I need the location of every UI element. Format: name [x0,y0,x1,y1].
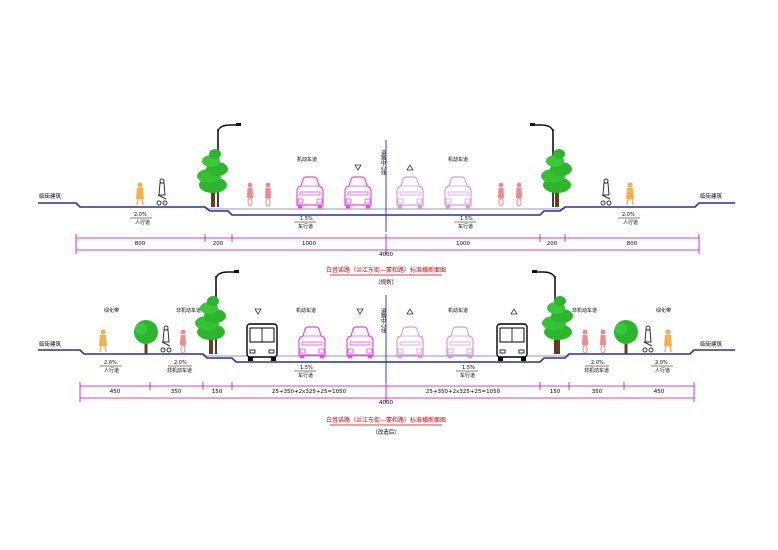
center-line-label: 道路中心线 [380,307,386,333]
tree-icon [134,320,158,354]
ground-label-right: 临街建筑 [700,340,723,348]
ground-label-left: 临街建筑 [39,192,62,200]
dimension-label: 150 [212,389,223,395]
direction-arrow-icon [356,308,364,315]
dimension-label: 800 [627,241,638,247]
slope-label: 人行道 [655,367,670,374]
dimension-label: 350 [171,389,182,395]
total-width-label: 4000 [379,400,393,406]
ground-label-right: 临街建筑 [700,192,723,200]
center-line-label: 道路中心线 [380,149,386,175]
dimension-label: 450 [110,389,121,395]
slope-label: 人行道 [104,367,119,374]
slope-label: 车行道 [460,372,475,379]
lane-label-right: 机动车道 [448,156,468,163]
dimension-label: 150 [550,389,561,395]
dimension-label: 1000 [456,241,470,247]
slope-label: 人行道 [623,219,638,226]
dimension-label: 200 [213,241,224,247]
direction-arrow-icon [406,308,414,315]
cyclist-icon [599,329,607,354]
slope-value: 1.5% [462,365,475,371]
cyclist-icon [179,329,187,354]
lane-label-left: 机动车道 [297,156,317,163]
car-icon [396,176,424,209]
car-icon [296,176,324,209]
direction-arrow-icon [406,164,414,171]
cyclist-icon [581,329,589,354]
slope-label: 车行道 [458,223,473,230]
bike-lane-label-left: 非机动车道 [176,307,201,314]
lane-label-left: 机动车道 [296,307,316,314]
slope-value: 2.0% [591,360,604,366]
stroller-icon [600,178,612,206]
slope-label: 车行道 [298,372,313,379]
car-icon [346,326,374,359]
dimension-lines [75,234,700,254]
cross-section-planned: 道路中心线 临街建筑 临街建筑 机动车道 机动车道 [38,122,735,286]
dimension-label: 200 [547,241,558,247]
car-icon [446,326,474,359]
dimension-label: 25+350+2x325+25=1050 [272,389,347,395]
section-title: 白音诺路（兰江东街—蒙和路）标准横断面图 [326,266,446,274]
bus-icon [496,323,528,362]
slope-label: 人行道 [135,219,150,226]
ground-profile [38,349,735,363]
section-title: 白音诺路（兰江东街—蒙和路）标准横断面图 [326,416,446,424]
tree-icon [195,296,226,354]
dimension-label: 25+350+2x325+25=1050 [426,389,501,395]
stroller-icon [156,178,168,206]
direction-arrow-icon [510,308,518,315]
tree-icon [542,296,573,354]
pedestrian-icon [663,328,673,353]
slope-value: 2.0% [622,212,635,218]
dimension-label: 1000 [302,241,316,247]
bike-lane-label-right: 非机动车道 [572,307,597,314]
dimension-label: 450 [654,389,665,395]
dimension-label: 350 [592,389,603,395]
cyclist-icon [515,182,523,207]
cyclist-icon [497,182,505,207]
direction-arrow-icon [254,308,262,315]
bus-icon [246,323,278,362]
section-subtitle: （改造后） [372,428,400,436]
car-icon [298,326,326,359]
greenbelt-label-right: 绿化带 [656,307,671,314]
cyclist-icon [264,182,272,207]
car-icon [344,176,372,209]
slope-value: 1.5% [300,216,313,222]
tree-icon [197,149,228,207]
pedestrian-icon [98,328,108,353]
tree-icon [614,320,638,354]
lane-label-right: 机动车道 [448,307,468,314]
dimension-lines [79,382,695,402]
ground-label-left: 临街建筑 [39,340,62,348]
car-icon [396,326,424,359]
slope-value: 2.0% [655,360,668,366]
pedestrian-icon [135,181,145,206]
greenbelt-label-left: 绿化带 [104,307,119,314]
dimension-label: 800 [135,241,146,247]
direction-arrow-icon [354,164,362,171]
tree-icon [541,149,572,207]
slope-value: 2.0% [174,360,187,366]
section-subtitle: （规划） [375,278,397,286]
slope-annotations: 2.0% 人行道 2.0% 非机动车道 1.5% 车行道 1.5% 车行道 2.… [100,360,673,379]
stroller-icon [642,325,654,353]
slope-label: 非机动车道 [584,367,609,374]
cross-section-renovated: 道路中心线 临街建筑 临街建筑 绿化带 非机动车道 非机动车道 绿化带 [38,269,735,436]
slope-value: 2.0% [134,212,147,218]
slope-label: 车行道 [298,223,313,230]
slope-value: 1.5% [460,216,473,222]
cyclist-icon [246,182,254,207]
pedestrian-icon [625,181,635,206]
stroller-icon [160,325,172,353]
car-icon [444,176,472,209]
total-width-label: 4000 [379,252,393,258]
slope-value: 2.0% [104,360,117,366]
slope-label: 非机动车道 [167,367,192,374]
slope-value: 1.5% [300,365,313,371]
slope-annotations: 2.0% 人行道 1.5% 车行道 1.5% 车行道 2.0% 人行道 [130,212,640,230]
